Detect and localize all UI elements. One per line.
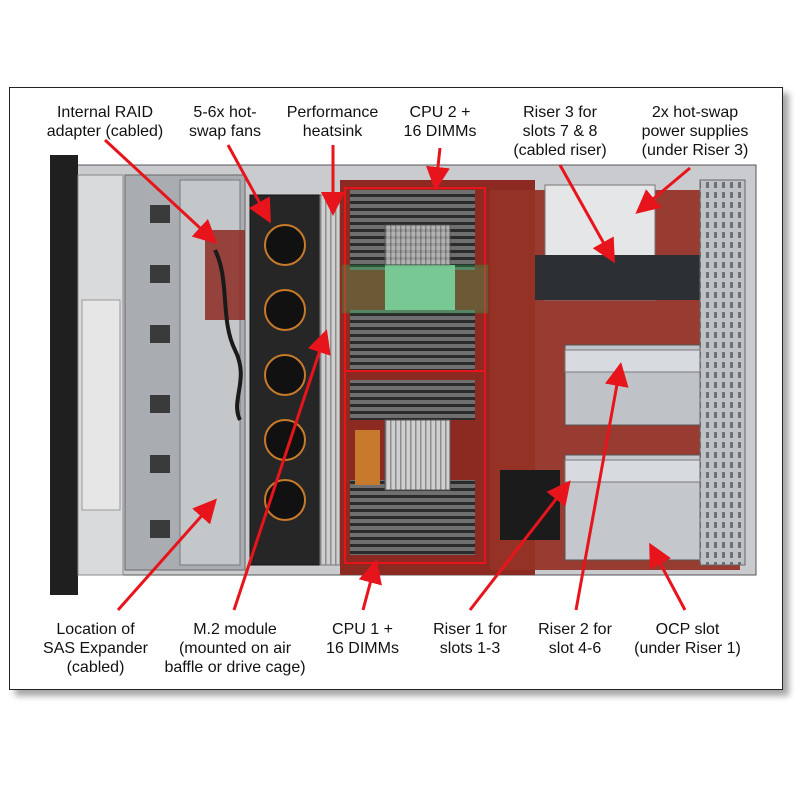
dimm-bank-cpu2-bottom xyxy=(350,310,475,370)
heatsink-fins xyxy=(319,194,341,566)
label-cpu2-dimms: CPU 2 +16 DIMMs xyxy=(403,104,477,140)
rear-io-vents xyxy=(699,179,746,566)
arrow-riser3 xyxy=(558,164,615,264)
callout-arrows xyxy=(103,138,691,611)
m2-highlight-box xyxy=(341,264,489,314)
service-label xyxy=(81,299,121,511)
dimm-bank-cpu1-top xyxy=(350,380,475,420)
cpu1-heatsink xyxy=(384,419,451,491)
arrow-raid xyxy=(103,138,218,245)
arrow-riser1 xyxy=(468,480,571,611)
server-chassis xyxy=(50,155,757,595)
arrow-riser2 xyxy=(574,362,629,611)
arrow-ocp xyxy=(649,542,687,611)
arrow-sas xyxy=(116,498,217,611)
cpu-dimm-highlight-box xyxy=(344,187,486,564)
arrow-fans xyxy=(226,144,271,224)
label-cpu1-dimms: CPU 1 +16 DIMMs xyxy=(326,621,399,657)
cpu1-copper xyxy=(355,430,380,485)
arrow-psu xyxy=(635,166,691,214)
m2-module-board xyxy=(385,265,455,310)
arrow-m2 xyxy=(232,329,331,611)
dimm-bank-cpu1-bottom xyxy=(350,480,475,555)
arrow-cpu2 xyxy=(426,147,450,191)
arrow-cpu1 xyxy=(358,559,382,611)
label-hot-swap-fans: 5-6x hot-swap fans xyxy=(188,104,262,140)
cpu2-heatsink xyxy=(384,224,451,266)
label-ocp-slot: OCP slot(under Riser 1) xyxy=(634,621,741,657)
front-bezel xyxy=(50,155,78,595)
drive-cage-latches xyxy=(150,205,170,538)
